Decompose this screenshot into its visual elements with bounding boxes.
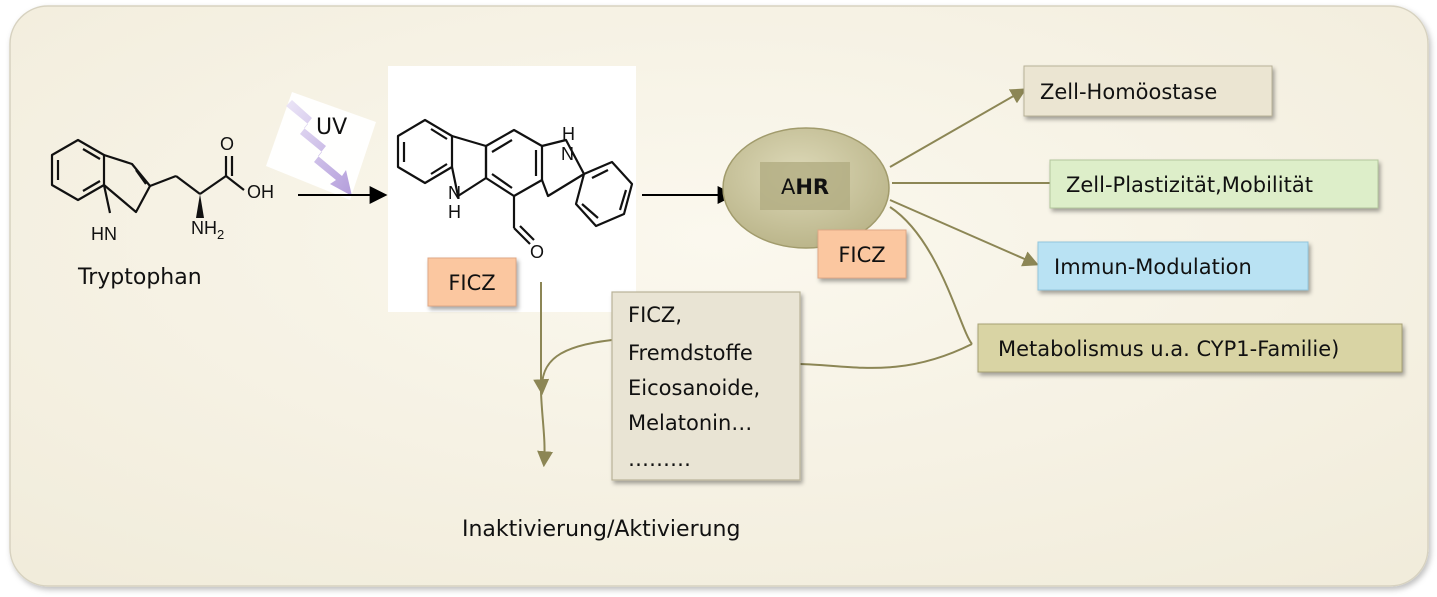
tryptophan-structure (50, 138, 245, 214)
curve-to-metabolism (889, 206, 973, 345)
ahr-ficz-label: FICZ (838, 243, 885, 267)
immune-box (1037, 241, 1309, 291)
tryptophan-label-o: O (220, 134, 234, 154)
ahr-label-box (760, 162, 850, 210)
homeostasis-label: Zell-Homöostase (1040, 80, 1217, 104)
ligands-box (611, 291, 801, 481)
ficz-label-n-top: N (561, 144, 574, 164)
curve-inactivation-loop (533, 339, 613, 396)
inactivation-label: Inaktivierung/Aktivierung (462, 517, 740, 542)
tryptophan-label-nh2: NH2 (191, 218, 224, 242)
line-ficz-down (537, 282, 554, 468)
ahr-ficz-box (817, 229, 907, 279)
tryptophan-label-hn: HN (91, 224, 117, 244)
ficz-label-h-top: H (562, 124, 575, 144)
ficz-structure (396, 118, 634, 245)
plasticity-box (1049, 159, 1379, 209)
ficz-label-h-bottom: H (448, 202, 461, 222)
ficz-label-o: O (530, 242, 544, 262)
arrow-to-immune (889, 199, 1039, 267)
tryptophan-label-oh: OH (247, 182, 274, 202)
ficz-label-n-bottom: N (448, 183, 461, 203)
ficz-box-label: FICZ (448, 271, 495, 295)
ficz-box (427, 257, 517, 307)
tryptophan-name: Tryptophan (77, 265, 202, 290)
arrow-to-homeostasis (889, 88, 1027, 168)
immune-label: Immun-Modulation (1054, 255, 1252, 279)
tryptophan-wedge (196, 194, 204, 218)
metabolism-box (977, 323, 1403, 373)
uv-label: UV (316, 115, 347, 140)
metabolism-label: Metabolismus u.a. CYP1-Familie) (998, 337, 1339, 361)
homeostasis-box (1023, 65, 1273, 117)
curve-metabolism-to-ligands (799, 343, 973, 369)
ligands-text: FICZ, Fremdstoffe Eicosanoide, Melatonin… (628, 303, 767, 471)
uv-zigzag-icon (286, 100, 352, 196)
plasticity-label: Zell-Plastizität,Mobilität (1066, 173, 1313, 197)
ahr-label: AHR (781, 175, 829, 199)
ahr-output-arrows (533, 88, 1050, 468)
